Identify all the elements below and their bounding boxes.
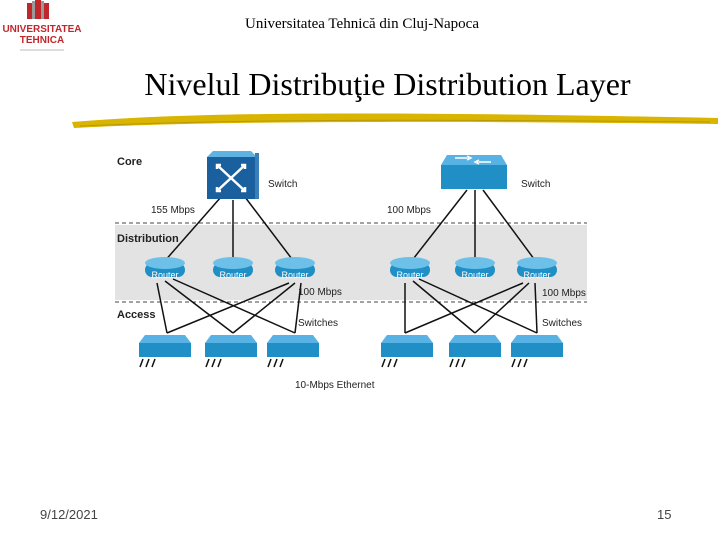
layer-distribution-label: Distribution [117,233,179,245]
switch-arrows-icon [455,155,491,165]
router-6: Router [517,257,557,280]
svg-text:Router: Router [523,270,550,280]
title-underline [72,113,718,128]
university-crest-icon [27,0,49,19]
link-right-dist-label: 100 Mbps [542,288,586,299]
slide-page-number: 15 [657,507,672,522]
svg-text:Router: Router [151,270,178,280]
university-logo: UNIVERSITATEA TEHNICA [0,0,90,60]
link-right-core-label: 100 Mbps [387,205,431,216]
core-links [162,189,538,264]
access-switch-2 [205,335,257,368]
institution-name: Universitatea Tehnică din Cluj-Napoca [244,16,479,32]
access-switch-1 [139,335,191,368]
svg-text:Router: Router [281,270,308,280]
router-1: Router [145,257,185,280]
router-5: Router [455,257,495,280]
core-switch-right [441,155,507,189]
distribution-links [156,278,538,334]
layer-core-label: Core [117,156,142,168]
logo-line1: UNIVERSITATEA [2,24,81,35]
svg-text:Router: Router [219,270,246,280]
router-3: Router [275,257,315,280]
access-switch-5 [449,335,501,368]
slide-title: Nivelul Distribuţie Distribution Layer [144,66,631,102]
router-2: Router [213,257,253,280]
core-left-device-label: Switch [268,179,297,190]
router-4: Router [390,257,430,280]
switches-right-label: Switches [542,318,582,329]
core-right-device-label: Switch [521,179,550,190]
access-switch-4 [381,335,433,368]
institution-header: Universitatea Tehnică din Cluj-Napoca [0,16,720,33]
network-diagram: Core Distribution Access Switch [115,151,587,391]
svg-text:Router: Router [461,270,488,280]
access-switch-6 [511,335,563,368]
switches-left-label: Switches [298,318,338,329]
slide-date: 9/12/2021 [40,507,98,522]
svg-text:Router: Router [396,270,423,280]
switch-arrows-icon [215,163,247,193]
layer-access-label: Access [117,309,156,321]
core-switch-left [207,151,259,199]
access-media-label: 10-Mbps Ethernet [295,380,375,391]
link-left-core-label: 155 Mbps [151,205,195,216]
logo-line2: TEHNICA [20,35,64,46]
link-left-dist-label: 100 Mbps [298,287,342,298]
access-switch-3 [267,335,319,368]
